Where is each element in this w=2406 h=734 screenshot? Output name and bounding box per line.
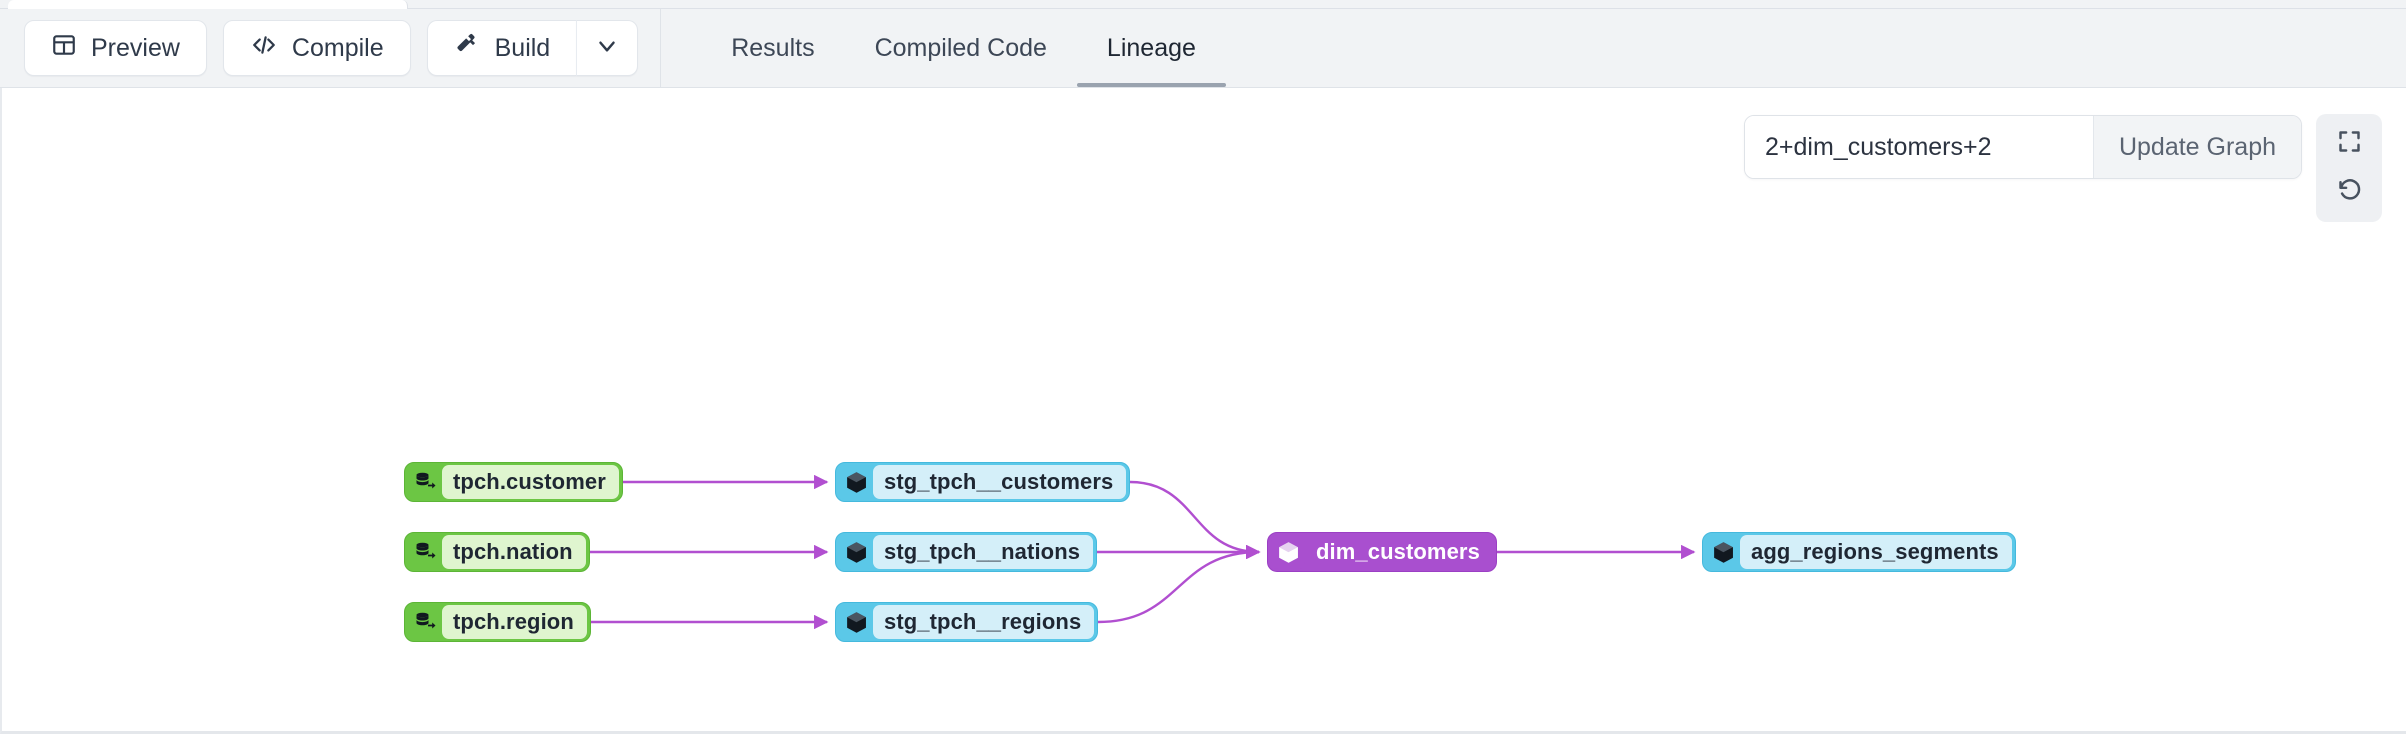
- lineage-canvas[interactable]: tpch.customer tpch.nation tpch.region stg_t…: [0, 88, 2406, 734]
- database-icon: [408, 535, 442, 569]
- database-icon: [408, 465, 442, 499]
- code-icon: [250, 32, 278, 65]
- compile-button[interactable]: Compile: [222, 20, 411, 76]
- compile-label: Compile: [291, 33, 384, 62]
- graph-node-body: tpch.region: [442, 605, 587, 639]
- graph-node-stg_tpch__nations[interactable]: stg_tpch__nations: [835, 532, 1098, 572]
- tab-lineage[interactable]: Lineage: [1076, 9, 1226, 87]
- graph-node-label: stg_tpch__nations: [884, 539, 1081, 564]
- preview-button[interactable]: Preview: [24, 20, 207, 76]
- tab-compiled-code[interactable]: Compiled Code: [845, 9, 1077, 87]
- graph-edge-stg_tpch__customers-to-dim_customers: [1129, 480, 1261, 560]
- graph-node-body: dim_customers: [1305, 535, 1493, 569]
- graph-node-body: stg_tpch__regions: [873, 605, 1095, 639]
- database-icon: [408, 605, 442, 639]
- result-tabs: Results Compiled Code Lineage: [661, 9, 1226, 87]
- fullscreen-icon: [2336, 128, 2363, 160]
- reset-icon: [2336, 176, 2363, 208]
- graph-node-stg_tpch__regions[interactable]: stg_tpch__regions: [835, 602, 1099, 642]
- graph-node-body: tpch.nation: [442, 535, 586, 569]
- tab-results-label: Results: [731, 33, 815, 62]
- graph-node-label: agg_regions_segments: [1751, 539, 1999, 564]
- preview-label: Preview: [91, 33, 180, 62]
- tab-compiled-code-label: Compiled Code: [874, 33, 1047, 62]
- update-graph-button[interactable]: Update Graph: [2093, 116, 2301, 178]
- build-label: Build: [494, 33, 551, 62]
- graph-node-label: dim_customers: [1316, 539, 1480, 564]
- build-dropdown-button[interactable]: [576, 20, 639, 76]
- cube-icon: [839, 605, 873, 639]
- cube-icon: [839, 535, 873, 569]
- fullscreen-button[interactable]: [2324, 121, 2374, 167]
- table-icon: [51, 32, 77, 65]
- hammer-icon: [454, 31, 481, 65]
- toolbar-actions: Preview Compile: [0, 9, 662, 87]
- build-split-button: Build: [426, 20, 639, 76]
- reset-graph-button[interactable]: [2324, 169, 2374, 215]
- graph-node-label: stg_tpch__regions: [884, 609, 1082, 634]
- node-selection-input[interactable]: [1745, 116, 2093, 178]
- graph-node-body: stg_tpch__nations: [873, 535, 1094, 569]
- graph-node-stg_tpch__customers[interactable]: stg_tpch__customers: [835, 462, 1131, 502]
- graph-node-label: tpch.nation: [453, 539, 573, 564]
- graph-node-label: tpch.region: [453, 609, 574, 634]
- graph-node-label: stg_tpch__customers: [884, 469, 1114, 494]
- graph-node-tpch_customer[interactable]: tpch.customer: [404, 462, 623, 502]
- graph-node-body: agg_regions_segments: [1740, 535, 2012, 569]
- cube-icon: [839, 465, 873, 499]
- toolbar: Preview Compile: [0, 9, 2406, 88]
- graph-tools: [2316, 114, 2382, 222]
- node-selector-group: Update Graph: [1744, 115, 2302, 179]
- build-button[interactable]: Build: [426, 20, 577, 76]
- cube-icon: [1706, 535, 1740, 569]
- graph-node-tpch_nation[interactable]: tpch.nation: [404, 532, 590, 572]
- tab-results[interactable]: Results: [701, 9, 844, 87]
- graph-node-label: tpch.customer: [453, 469, 606, 494]
- cube-icon: [1271, 535, 1305, 569]
- graph-node-dim_customers[interactable]: dim_customers: [1267, 532, 1497, 572]
- editor-tab-remnant: [8, 0, 408, 9]
- editor-tabstrip-remnant: [0, 0, 2406, 9]
- graph-node-body: tpch.customer: [442, 465, 619, 499]
- graph-node-body: stg_tpch__customers: [873, 465, 1127, 499]
- chevron-down-icon: [594, 33, 620, 64]
- lineage-graph: [589, 474, 1696, 630]
- graph-node-agg_regions_segments[interactable]: agg_regions_segments: [1702, 532, 2016, 572]
- tab-lineage-label: Lineage: [1106, 33, 1196, 62]
- graph-node-tpch_region[interactable]: tpch.region: [404, 602, 591, 642]
- graph-edge-stg_tpch__regions-to-dim_customers: [1097, 544, 1261, 624]
